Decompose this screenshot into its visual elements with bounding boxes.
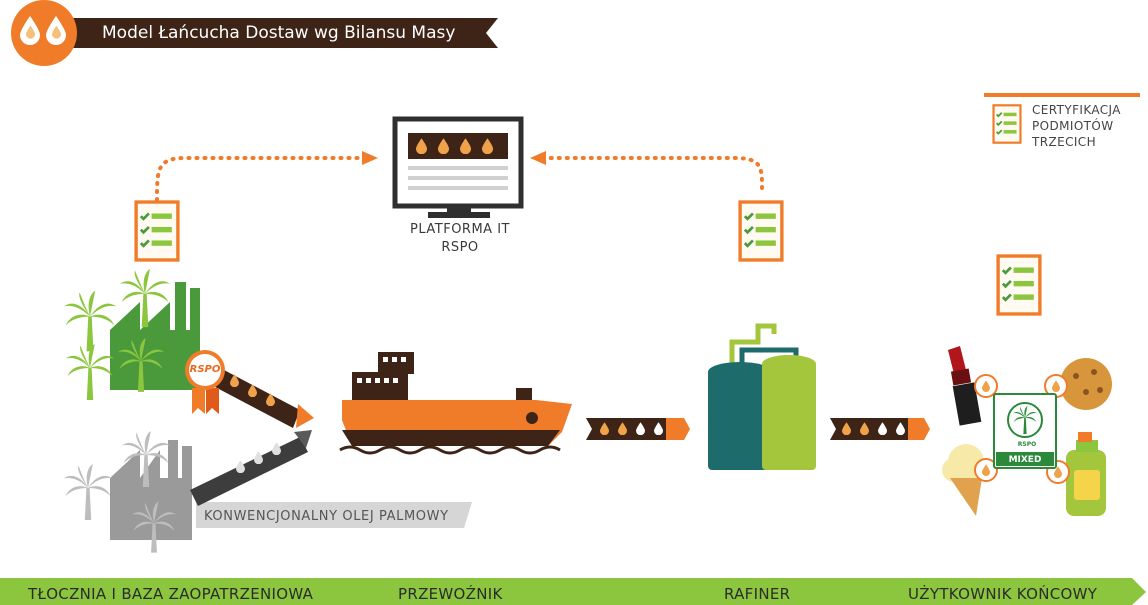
legend-label: CERTYFIKACJA PODMIOTÓW TRZECICH	[1032, 102, 1148, 150]
legend	[984, 93, 1140, 144]
stage-label-refiner: RAFINER	[724, 585, 791, 603]
conventional-mill	[64, 431, 192, 553]
palm-tree-icon	[66, 344, 114, 400]
platform-label: PLATFORMA IT RSPO	[380, 221, 540, 257]
refined-conveyor	[830, 418, 930, 440]
certificate-icon	[992, 104, 1022, 144]
rspo-seal-icon	[185, 350, 225, 414]
stage-label-carrier: PRZEWOŹNIK	[398, 585, 503, 603]
conventional-oil-label: KONWENCJONALNY OLEJ PALMOWY	[204, 509, 449, 524]
stage-label-mill: TŁOCZNIA I BAZA ZAOPATRZENIOWA	[28, 585, 314, 603]
detergent-bottle-icon	[1066, 432, 1106, 516]
cookie-icon	[1060, 358, 1112, 410]
certificate-icon	[134, 200, 180, 262]
data-flow-arrow-left	[155, 151, 378, 202]
platform-label-line2: RSPO	[441, 240, 479, 255]
cargo-ship	[342, 352, 572, 446]
palm-tree-icon	[64, 290, 116, 352]
certificate-icon	[738, 200, 784, 262]
conventional-label-band	[196, 502, 472, 528]
palm-tree-icon	[64, 464, 112, 520]
refinery-tanks	[708, 323, 816, 470]
end-products	[942, 346, 1112, 516]
rspo-trademark-label: RSPO	[1017, 441, 1037, 448]
certificate-icon	[996, 254, 1042, 316]
it-platform-monitor	[392, 116, 524, 218]
rspo-seal-label: RSPO	[189, 364, 221, 375]
legend-line1: CERTYFIKACJA	[1032, 103, 1121, 117]
page-title: Model Łańcucha Dostaw wg Bilansu Masy	[102, 23, 456, 43]
certified-mill	[64, 268, 200, 400]
conventional-conveyor	[190, 430, 312, 506]
stage-bar	[0, 578, 1146, 605]
transport-conveyor	[586, 418, 690, 440]
ice-cream-icon	[942, 444, 984, 516]
stage-label-end-user: UŻYTKOWNIK KOŃCOWY	[908, 585, 1098, 603]
legend-line2: PODMIOTÓW	[1032, 119, 1114, 133]
mixed-label: MIXED	[1008, 455, 1042, 465]
header-banner	[11, 0, 498, 66]
rspo-trademark-icon	[993, 393, 1057, 469]
legend-line3: TRZECICH	[1032, 135, 1096, 149]
lipstick-icon	[948, 346, 982, 426]
water-wave	[339, 445, 561, 455]
data-flow-arrow-right	[530, 151, 764, 190]
platform-label-line1: PLATFORMA IT	[410, 222, 510, 237]
